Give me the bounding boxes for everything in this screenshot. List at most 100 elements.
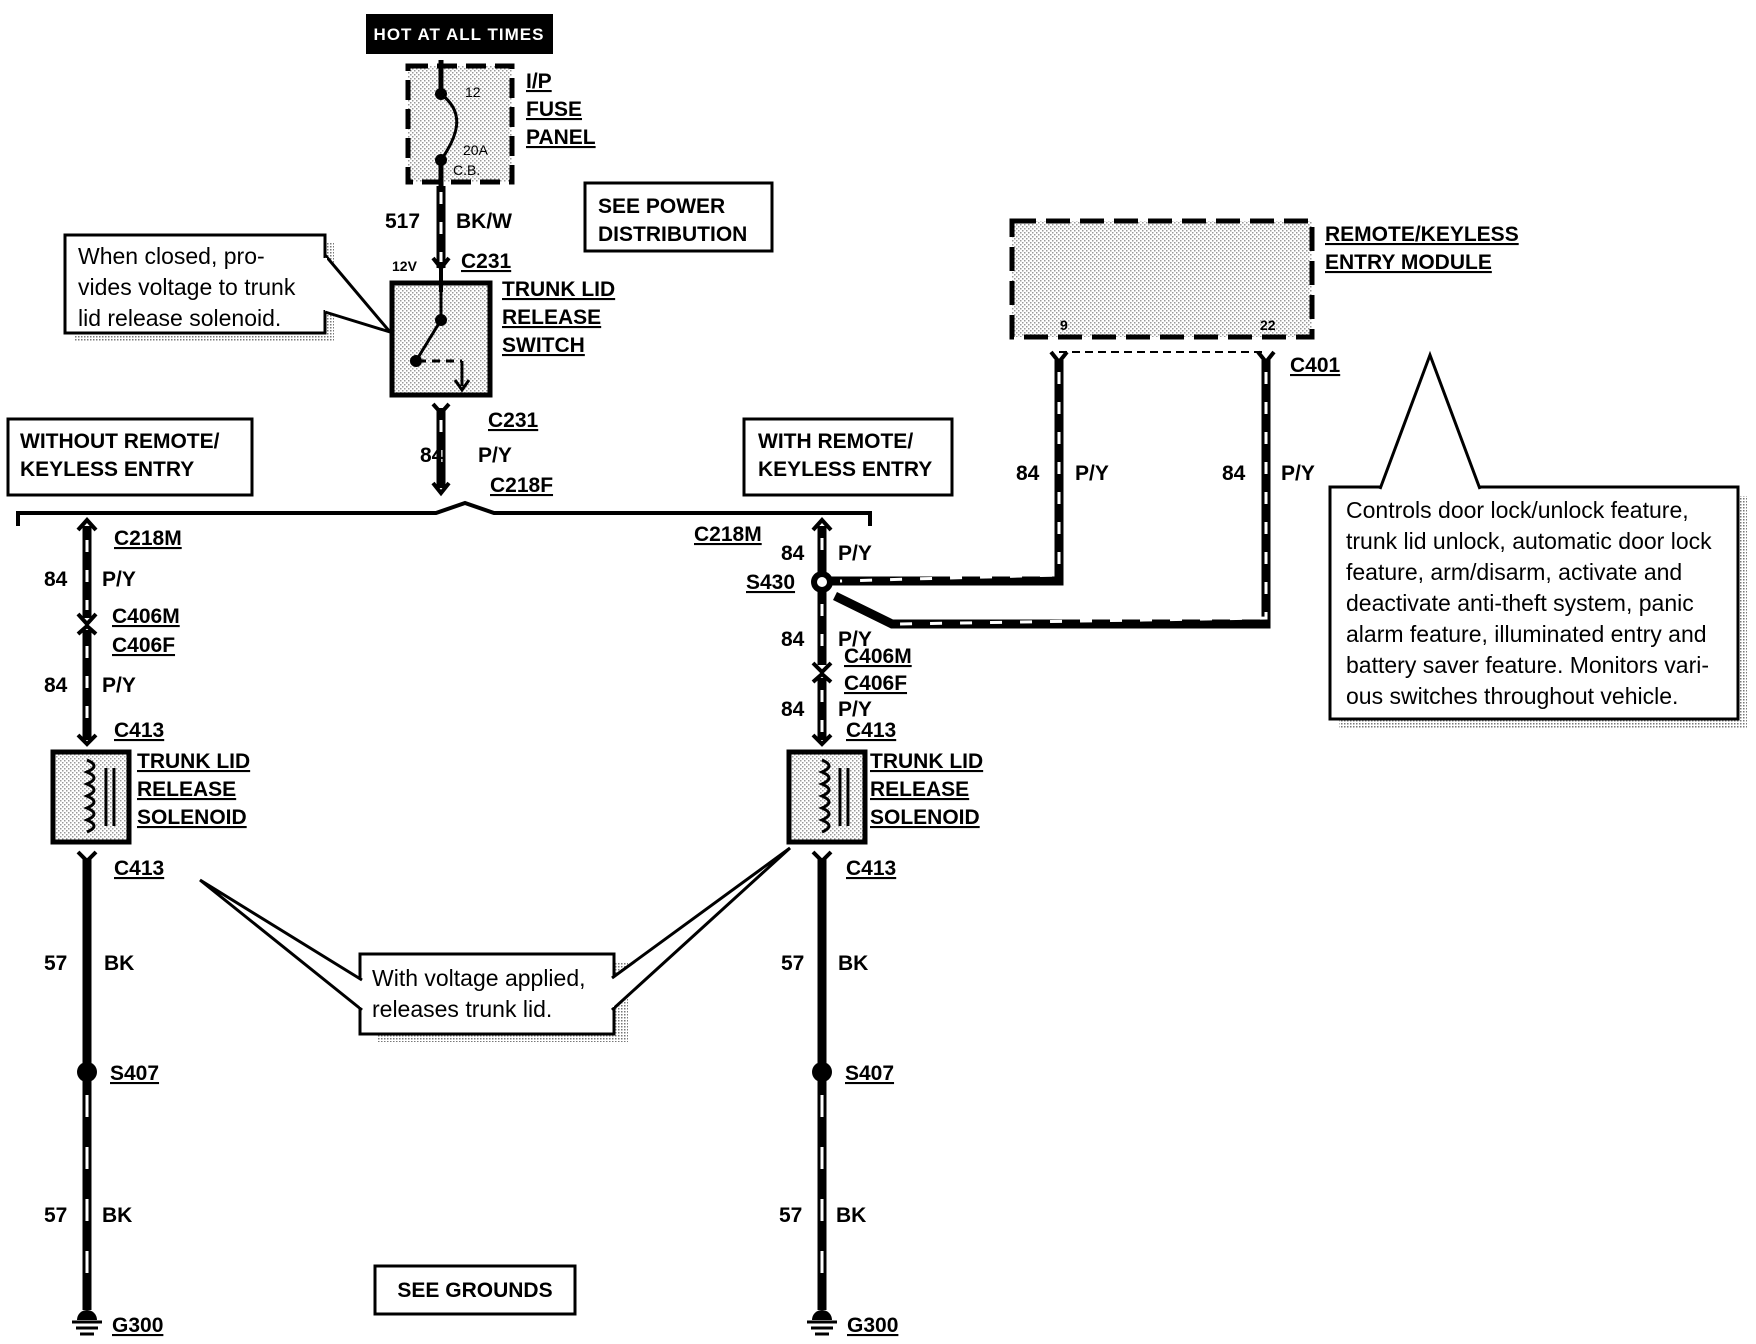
with-remote-keyless-label: WITH REMOTE/ KEYLESS ENTRY: [742, 417, 954, 497]
remote-keyless-entry-module: 9 22 REMOTE/KEYLESS ENTRY MODULE C401: [1009, 218, 1519, 377]
svg-text:WITHOUT REMOTE/: WITHOUT REMOTE/: [20, 430, 220, 453]
svg-text:S407: S407: [110, 1062, 159, 1085]
svg-text:SEE GROUNDS: SEE GROUNDS: [397, 1279, 552, 1302]
svg-text:BK/W: BK/W: [456, 210, 512, 233]
svg-text:84: 84: [781, 542, 805, 565]
svg-text:84: 84: [44, 674, 68, 697]
svg-text:BK: BK: [836, 1204, 866, 1227]
svg-text:P/Y: P/Y: [838, 698, 872, 721]
svg-text:BK: BK: [102, 1204, 132, 1227]
svg-text:P/Y: P/Y: [478, 444, 512, 467]
svg-text:With voltage applied,: With voltage applied,: [372, 965, 586, 991]
svg-text:G300: G300: [847, 1314, 898, 1337]
svg-text:C406M: C406M: [844, 645, 912, 668]
svg-text:57: 57: [44, 952, 67, 975]
left-branch: C218M 84 P/Y C406M C406F 84 P/Y C413: [44, 517, 182, 747]
svg-text:lid release solenoid.: lid release solenoid.: [78, 305, 281, 331]
svg-text:SEE POWER: SEE POWER: [598, 195, 725, 218]
hot-at-all-times-label: HOT AT ALL TIMES: [366, 14, 553, 54]
svg-text:C406M: C406M: [112, 605, 180, 628]
svg-text:C218M: C218M: [114, 527, 182, 550]
svg-text:C218F: C218F: [490, 474, 553, 497]
wire-517: 517 BK/W: [385, 186, 512, 268]
svg-text:C413: C413: [114, 719, 164, 742]
svg-text:C413: C413: [846, 719, 896, 742]
right-ground-circuit: C413 57 BK S407 57 BK G300: [779, 850, 898, 1337]
svg-text:84: 84: [420, 444, 444, 467]
fuse-number: 12: [465, 84, 481, 100]
module-note-callout: Controls door lock/unlock feature, trunk…: [1328, 350, 1747, 728]
svg-text:57: 57: [44, 1204, 67, 1227]
module-pin-9: 9: [1060, 317, 1068, 333]
svg-text:feature, arm/disarm, activat: feature, arm/disarm, activate and: [1346, 559, 1682, 585]
solenoid-note-callout: With voltage applied, releases trunk lid…: [199, 846, 792, 1042]
svg-text:C218M: C218M: [694, 523, 762, 546]
see-power-distribution-box: SEE POWER DISTRIBUTION: [583, 181, 774, 253]
svg-text:deactivate anti-theft system,: deactivate anti-theft system, panic: [1346, 590, 1694, 616]
fuse-rating: 20A: [463, 142, 489, 158]
variant-brace: [16, 500, 872, 526]
svg-text:Controls door lock/unlock feat: Controls door lock/unlock feature,: [1346, 497, 1689, 523]
fuse-panel-title-1: I/P: [526, 70, 552, 93]
svg-text:84: 84: [1016, 462, 1040, 485]
see-grounds-box: SEE GROUNDS: [373, 1264, 577, 1316]
svg-text:C401: C401: [1290, 354, 1341, 377]
fuse-panel-title-3: PANEL: [526, 126, 596, 149]
svg-text:C413: C413: [846, 857, 896, 880]
svg-text:When closed, pro-: When closed, pro-: [78, 243, 265, 269]
svg-text:alarm feature, illuminated ent: alarm feature, illuminated entry and: [1346, 621, 1707, 647]
trunk-lid-release-switch: 12V C231 TRUNK LID RELEASE SWITCH: [389, 250, 615, 398]
svg-text:S407: S407: [845, 1062, 894, 1085]
svg-text:84: 84: [44, 568, 68, 591]
left-ground-circuit: C413 57 BK S407 57 BK G300: [44, 850, 164, 1337]
svg-text:84: 84: [1222, 462, 1246, 485]
svg-text:P/Y: P/Y: [102, 674, 136, 697]
without-remote-keyless-label: WITHOUT REMOTE/ KEYLESS ENTRY: [6, 417, 254, 497]
svg-text:57: 57: [779, 1204, 802, 1227]
svg-text:REMOTE/KEYLESS: REMOTE/KEYLESS: [1325, 223, 1519, 246]
svg-text:BK: BK: [838, 952, 868, 975]
svg-text:battery saver feature. Monitor: battery saver feature. Monitors vari-: [1346, 652, 1709, 678]
svg-text:vides voltage to trunk: vides voltage to trunk: [78, 274, 296, 300]
svg-text:P/Y: P/Y: [1075, 462, 1109, 485]
svg-text:C413: C413: [114, 857, 164, 880]
svg-text:TRUNK LID: TRUNK LID: [137, 750, 250, 773]
fuse-panel: 12 20A C.B. I/P FUSE PANEL: [405, 60, 596, 188]
svg-text:HOT AT ALL TIMES: HOT AT ALL TIMES: [374, 25, 545, 44]
svg-text:G300: G300: [112, 1314, 163, 1337]
svg-text:SOLENOID: SOLENOID: [870, 806, 980, 829]
svg-text:P/Y: P/Y: [1281, 462, 1315, 485]
svg-text:C231: C231: [488, 409, 539, 432]
svg-text:DISTRIBUTION: DISTRIBUTION: [598, 223, 747, 246]
svg-text:SOLENOID: SOLENOID: [137, 806, 247, 829]
svg-text:TRUNK LID: TRUNK LID: [502, 278, 615, 301]
svg-text:P/Y: P/Y: [102, 568, 136, 591]
right-branch: C218M 84 P/Y S430 84 P/Y C406M C406F 84 …: [694, 517, 912, 747]
left-trunk-lid-release-solenoid: TRUNK LID RELEASE SOLENOID: [50, 749, 250, 845]
fuse-type: C.B.: [453, 162, 480, 178]
svg-text:P/Y: P/Y: [838, 542, 872, 565]
svg-text:C406F: C406F: [112, 634, 175, 657]
switch-voltage: 12V: [392, 258, 418, 274]
svg-text:84: 84: [781, 628, 805, 651]
svg-text:C406F: C406F: [844, 672, 907, 695]
svg-text:ENTRY MODULE: ENTRY MODULE: [1325, 251, 1492, 274]
right-trunk-lid-release-solenoid: TRUNK LID RELEASE SOLENOID: [786, 749, 983, 845]
svg-text:C231: C231: [461, 250, 512, 273]
fuse-panel-title-2: FUSE: [526, 98, 582, 121]
svg-text:KEYLESS ENTRY: KEYLESS ENTRY: [758, 458, 932, 481]
svg-text:RELEASE: RELEASE: [137, 778, 236, 801]
svg-text:517: 517: [385, 210, 420, 233]
svg-text:84: 84: [781, 698, 805, 721]
module-wires-84: 84 P/Y 84 P/Y: [828, 360, 1315, 629]
svg-text:TRUNK LID: TRUNK LID: [870, 750, 983, 773]
module-pin-22: 22: [1260, 317, 1276, 333]
wire-84-switch-output: C231 84 P/Y C218F: [420, 402, 553, 497]
svg-text:SWITCH: SWITCH: [502, 334, 585, 357]
svg-text:RELEASE: RELEASE: [870, 778, 969, 801]
s430-label: S430: [746, 571, 795, 594]
svg-text:BK: BK: [104, 952, 134, 975]
svg-text:RELEASE: RELEASE: [502, 306, 601, 329]
svg-text:WITH REMOTE/: WITH REMOTE/: [758, 430, 913, 453]
